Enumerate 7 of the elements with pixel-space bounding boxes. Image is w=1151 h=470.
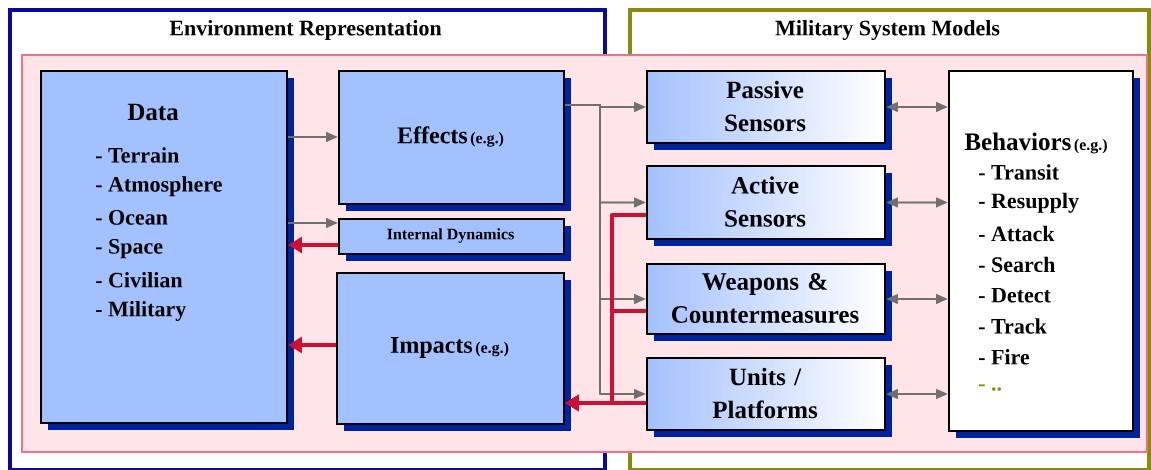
process-box: Internal Dynamics bbox=[338, 218, 571, 261]
model-box: Passive Sensors bbox=[646, 70, 892, 150]
model-box: Units / Platforms bbox=[646, 357, 892, 437]
model-box: Active Sensors bbox=[646, 165, 892, 246]
model-box: Weapons & Countermeasures bbox=[646, 263, 892, 341]
process-box: Impacts(e.g.) bbox=[336, 272, 571, 431]
data-box: Data - Terrain - Atmosphere - Ocean - Space - Civilian - Military bbox=[40, 70, 294, 430]
